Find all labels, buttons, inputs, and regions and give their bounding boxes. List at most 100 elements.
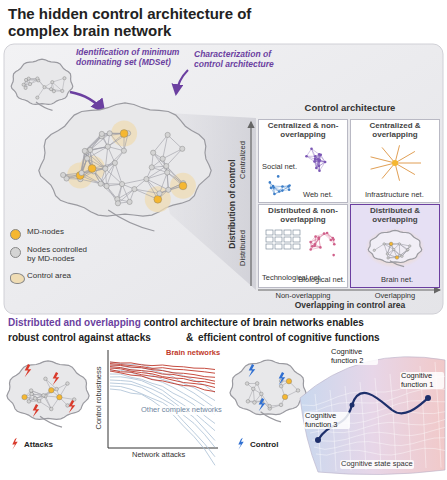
mini-network-node xyxy=(318,238,321,241)
label-text: Attacks xyxy=(24,440,53,449)
network-edge xyxy=(407,249,409,251)
network-node xyxy=(179,182,187,190)
network-node xyxy=(387,257,389,259)
network-edge xyxy=(153,153,166,166)
network-node xyxy=(79,170,84,175)
mini-network-node xyxy=(332,254,335,257)
brain-stem xyxy=(40,416,62,427)
infrastructure-line xyxy=(371,163,395,169)
network-edge xyxy=(388,250,394,258)
network-edge xyxy=(166,149,182,166)
surface-mesh xyxy=(390,374,396,469)
network-node xyxy=(105,144,110,149)
lightning-bolt xyxy=(279,372,286,385)
quadrant-ground xyxy=(258,204,348,288)
network-node xyxy=(52,90,55,93)
mini-network-node xyxy=(273,193,276,196)
mini-network-node xyxy=(305,155,308,158)
network-edge xyxy=(400,250,408,256)
label-text: Control robustness xyxy=(95,367,104,430)
network-type-label: Brain net. xyxy=(381,275,413,284)
network-edge xyxy=(101,184,118,199)
network-edge xyxy=(163,149,183,159)
mini-network-edge xyxy=(324,234,333,238)
mini-network-node xyxy=(318,169,321,172)
network-node xyxy=(165,170,170,175)
mini-network-node xyxy=(314,235,317,238)
mini-network-node xyxy=(310,147,313,150)
architecture-grid: Control architectureCentralized & non-ov… xyxy=(256,103,444,289)
label-text: Non-overlapping xyxy=(258,292,348,301)
network-node xyxy=(393,248,395,250)
network-edge xyxy=(62,78,64,91)
network-node xyxy=(151,150,156,155)
network-node xyxy=(251,387,255,391)
mini-network-node xyxy=(324,161,327,164)
tech-grid-cell xyxy=(266,237,273,242)
brain-stem xyxy=(36,102,53,110)
tech-grid-cell xyxy=(266,244,273,249)
network-node xyxy=(164,163,169,168)
brain-outline xyxy=(39,103,211,216)
mini-network-node xyxy=(281,189,284,192)
network-edge xyxy=(374,244,384,250)
network-node xyxy=(165,132,170,137)
mini-network-node xyxy=(314,158,317,161)
network-edge xyxy=(39,401,51,409)
network-edge xyxy=(153,135,168,153)
mini-network-edge xyxy=(314,236,316,245)
tech-grid-cell xyxy=(275,230,282,235)
network-edge xyxy=(82,151,85,173)
network-node xyxy=(36,96,39,99)
trajectory-point xyxy=(315,437,321,443)
network-node xyxy=(286,378,291,383)
network-node xyxy=(279,403,283,407)
network-node xyxy=(99,131,104,136)
hub-node xyxy=(392,160,398,166)
network-node xyxy=(160,156,165,161)
brain-outline xyxy=(11,59,73,104)
network-node xyxy=(49,88,52,91)
brain-outline xyxy=(368,230,421,262)
network-node xyxy=(63,77,66,80)
network-node xyxy=(98,181,103,186)
mini-network-node xyxy=(277,175,280,178)
network-node xyxy=(127,199,132,204)
network-node xyxy=(36,77,39,80)
network-edge xyxy=(105,151,124,169)
network-node xyxy=(22,83,25,86)
network-type-label: Social net. xyxy=(262,162,297,171)
tech-grid-cell xyxy=(275,244,282,249)
quadrant-box: Distributed & non-overlappingTechnologic… xyxy=(258,204,348,288)
network-edge xyxy=(384,244,387,254)
network-edge xyxy=(134,189,159,193)
network-type-label: Web net. xyxy=(303,190,333,199)
network-node xyxy=(395,256,399,260)
lightning-bolt xyxy=(69,400,76,413)
mini-network-node xyxy=(311,245,314,248)
tech-grid-cell xyxy=(284,230,291,235)
network-node xyxy=(60,172,65,177)
brain-stem xyxy=(390,261,404,267)
other-network-curve xyxy=(110,389,215,465)
network-node xyxy=(268,404,272,408)
network-node xyxy=(82,148,87,153)
control-area xyxy=(145,186,171,212)
network-node xyxy=(51,81,54,84)
lightning-bolt xyxy=(259,398,266,411)
mini-network-edge xyxy=(271,188,279,192)
quadrant-box: Centralized & overlappingInfrastructure … xyxy=(350,119,440,203)
network-node xyxy=(121,148,126,153)
tech-grid-cell xyxy=(293,244,300,249)
label-text: Identification of minimum dominating set… xyxy=(76,48,188,68)
mini-network-node xyxy=(269,181,272,184)
legend-swatch xyxy=(10,273,25,284)
label-text: Distributed xyxy=(239,230,248,266)
network-edge xyxy=(115,163,122,184)
brain-network-curve xyxy=(110,368,215,384)
label-text: Cognitive function 2 xyxy=(330,348,378,365)
network-node xyxy=(43,86,46,89)
network-node xyxy=(398,243,400,245)
